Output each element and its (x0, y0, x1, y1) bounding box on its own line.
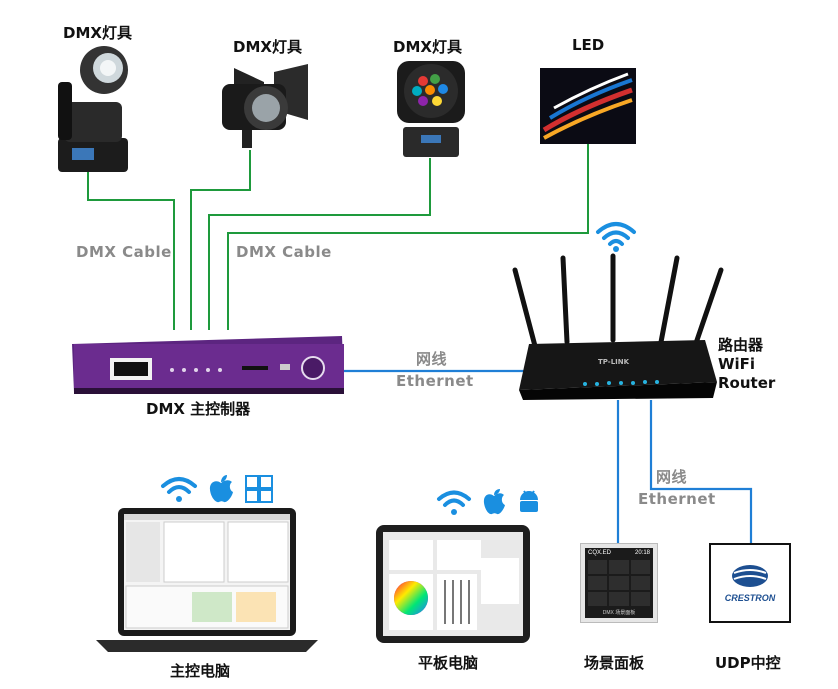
apple-icon (208, 474, 234, 509)
scene-panel-brand: CQX.ED (588, 550, 612, 556)
tablet-platform-icons (436, 488, 547, 521)
scene-panel-label: 场景面板 (584, 654, 645, 672)
scene-panel-buttons (588, 560, 650, 606)
tablet-device (376, 525, 530, 643)
android-icon (517, 488, 541, 521)
moving-head-fixture-icon (58, 46, 128, 172)
laptop-label: 主控电脑 (170, 662, 231, 680)
fixture-2-label: DMX灯具 (233, 38, 302, 56)
controller-label: DMX 主控制器 (146, 400, 251, 418)
udp-label: UDP中控 (715, 654, 781, 672)
led-strip-icon (540, 68, 636, 144)
dmx-line-led (227, 143, 589, 330)
crestron-wordmark: CRESTRON (724, 593, 776, 603)
fixture-1-label: DMX灯具 (63, 24, 132, 42)
router-wifi-icon (596, 222, 636, 252)
laptop-platform-icons (160, 474, 279, 509)
dmx-cable-label-2: DMX Cable (236, 243, 332, 261)
fresnel-fixture-icon (222, 64, 308, 148)
crestron-logo-icon (732, 565, 768, 587)
dmx-controller-device (72, 336, 344, 394)
router-device (512, 253, 724, 400)
udp-controller-device: CRESTRON (709, 543, 791, 623)
wifi-icon (436, 488, 472, 521)
ethernet-en-label-2: Ethernet (638, 490, 716, 508)
fixture-3-label: DMX灯具 (393, 38, 462, 56)
router-label-line1: 路由器 (718, 336, 764, 354)
dmx-cable-label-1: DMX Cable (76, 243, 172, 261)
apple-icon (482, 488, 506, 521)
wifi-icon (160, 474, 198, 509)
router-label-line2: WiFi (718, 355, 756, 373)
ethernet-cn-label-1: 网线 (416, 350, 448, 368)
router-brand: TP-LINK (598, 358, 630, 366)
router-label: 路由器 WiFi Router (718, 336, 775, 393)
dmx-line-fixture-3 (208, 158, 431, 330)
scene-panel-screen: CQX.ED 20:18 DMX 场景面板 (585, 548, 653, 618)
scene-panel-title: DMX 场景面板 (602, 610, 636, 616)
scene-panel-device: CQX.ED 20:18 DMX 场景面板 (580, 543, 658, 623)
ethernet-en-label-1: Ethernet (396, 372, 474, 390)
ethernet-cn-label-2: 网线 (656, 468, 688, 486)
windows-icon (244, 475, 273, 508)
led-label: LED (572, 36, 605, 54)
led-moving-head-icon (397, 61, 465, 157)
laptop-device (96, 508, 318, 652)
scene-panel-time: 20:18 (634, 550, 650, 556)
router-label-line3: Router (718, 374, 776, 392)
dmx-line-fixture-1 (87, 172, 175, 330)
ethernet-line-udp (649, 400, 753, 543)
tablet-label: 平板电脑 (418, 654, 479, 672)
dmx-line-fixture-2 (190, 150, 251, 330)
